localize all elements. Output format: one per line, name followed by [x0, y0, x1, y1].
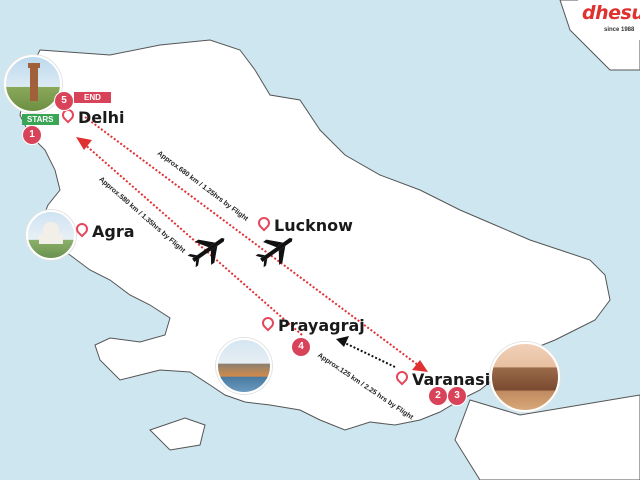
- route-arrow-varanasi: [412, 360, 428, 372]
- map-pin-icon: [259, 314, 277, 332]
- delhi-photo: [4, 55, 62, 113]
- city-label-prayagraj: Prayagraj: [259, 314, 365, 335]
- stop-badge-3: 3: [447, 386, 467, 406]
- airplane-icon: [255, 238, 293, 268]
- stop-badge-4: 4: [291, 337, 311, 357]
- city-label-delhi: Delhi: [59, 106, 125, 127]
- state-enclave: [149, 417, 206, 451]
- city-name: Prayagraj: [278, 316, 365, 335]
- end-tag: END: [74, 92, 111, 103]
- city-label-lucknow: Lucknow: [255, 214, 353, 235]
- agra-photo: [26, 210, 76, 260]
- stop-badge-1: 1: [22, 125, 42, 145]
- airplane-icon: [187, 238, 225, 268]
- stop-badge-5: 5: [54, 91, 74, 111]
- map-pin-icon: [255, 214, 273, 232]
- city-name: Delhi: [78, 108, 125, 127]
- stop-badge-2: 2: [428, 386, 448, 406]
- map-pin-icon: [393, 368, 411, 386]
- city-label-agra: Agra: [73, 220, 135, 241]
- city-name: Agra: [92, 222, 135, 241]
- varanasi-photo: [490, 342, 560, 412]
- city-name: Lucknow: [274, 216, 353, 235]
- city-name: Varanasi: [412, 370, 491, 389]
- route-arrow-prayagraj: [336, 336, 349, 347]
- start-tag: STARS: [22, 114, 59, 125]
- brand-tagline: since 1988: [604, 27, 635, 33]
- route-varanasi-prayagraj: [344, 342, 396, 368]
- brand-logo: dhesu since 1988: [578, 0, 640, 40]
- brand-name: dhesu: [582, 2, 640, 24]
- route-arrow-delhi: [76, 137, 92, 150]
- route-prayagraj-delhi: [81, 141, 303, 336]
- prayagraj-photo: [216, 338, 272, 394]
- city-label-varanasi: Varanasi: [393, 368, 491, 389]
- map-pin-icon: [73, 220, 91, 238]
- neighbour-land-bottom: [454, 394, 640, 480]
